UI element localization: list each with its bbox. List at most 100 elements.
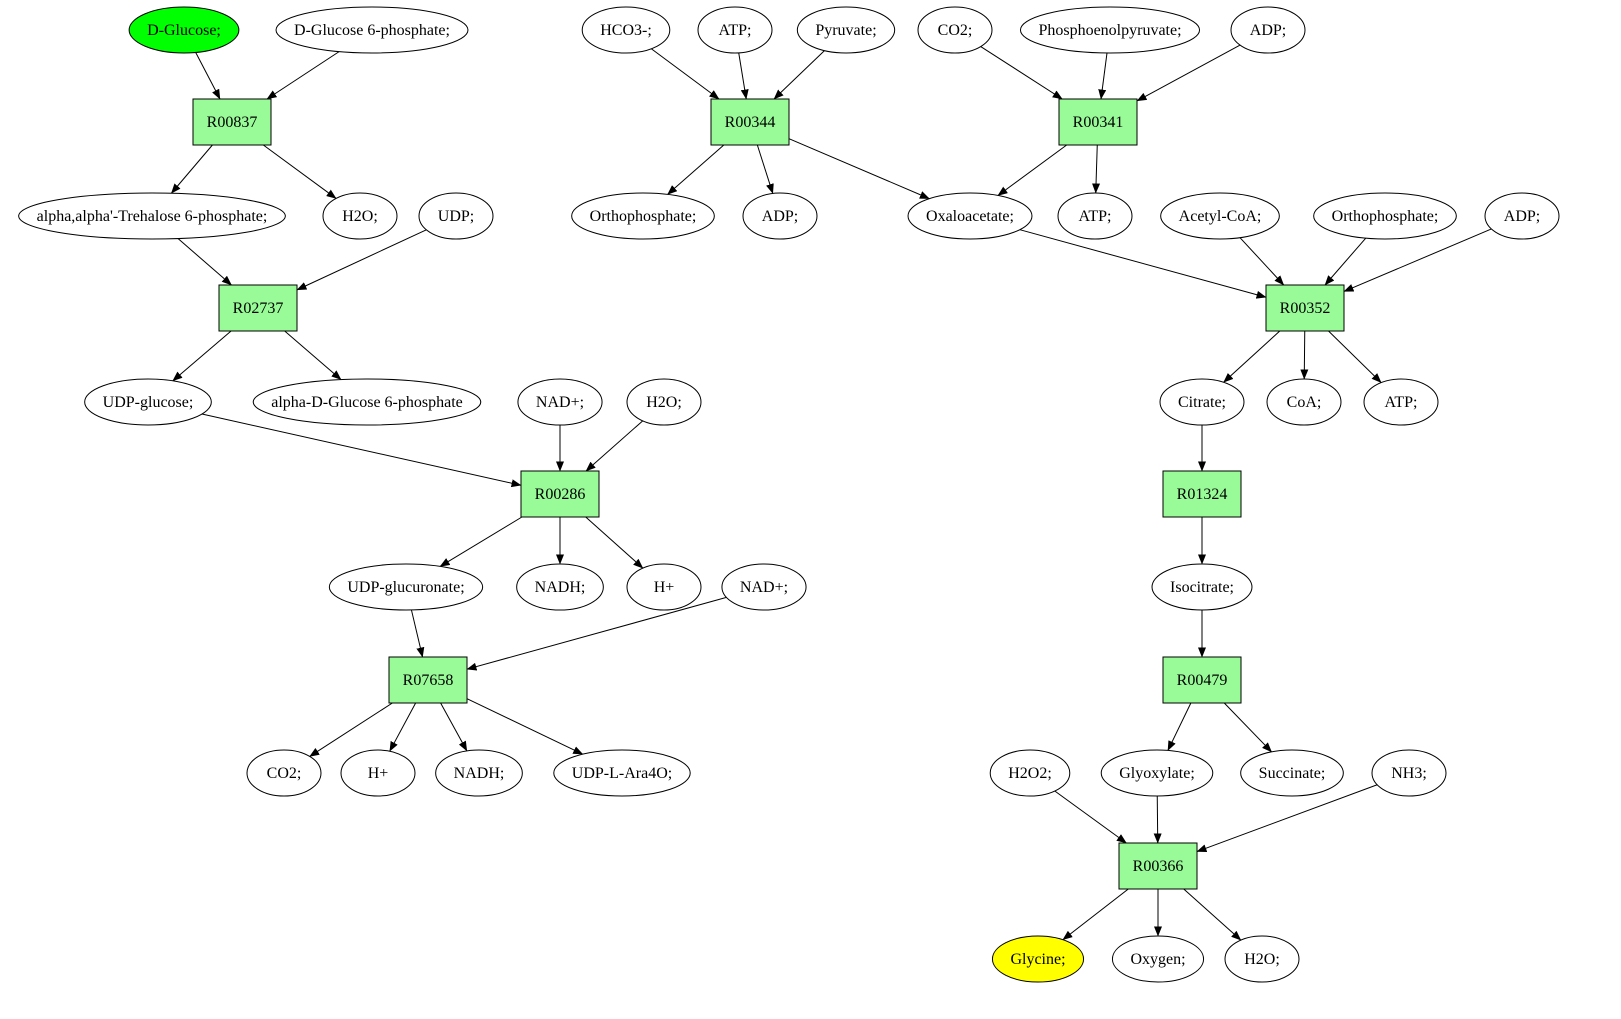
edge-R00286-to-hplus_1	[585, 516, 644, 569]
reaction-node-r00479: R00479	[1162, 656, 1242, 704]
compound-label: Isocitrate;	[1170, 579, 1234, 596]
compound-label: Oxaloacetate;	[926, 208, 1014, 225]
compound-ellipse	[516, 563, 604, 611]
compound-node-trehalose6p: alpha,alpha'-Trehalose 6-phosphate;	[18, 192, 286, 240]
compound-ellipse	[340, 749, 416, 797]
edges-layer	[170, 44, 1492, 941]
compound-node-orthophosphate-1: Orthophosphate;	[571, 192, 715, 240]
compound-node-nh3: NH3;	[1371, 749, 1447, 797]
compound-node-atp-2: ATP;	[1057, 192, 1133, 240]
compound-node-adg6p: alpha-D-Glucose 6-phosphate	[252, 378, 482, 426]
compound-label: ADP;	[1504, 208, 1540, 225]
reaction-label: R00344	[725, 114, 776, 131]
edge-R00352-to-atp_3	[1328, 330, 1382, 383]
reaction-box	[1265, 284, 1345, 332]
reaction-box	[1162, 470, 1242, 518]
compound-ellipse	[1159, 378, 1245, 426]
reaction-label: R00366	[1133, 858, 1184, 875]
compound-label: H2O;	[646, 394, 682, 411]
compound-label: H2O;	[1244, 951, 1280, 968]
compound-node-glycine: Glycine;	[991, 935, 1085, 983]
compound-node-hco3: HCO3-;	[581, 6, 671, 54]
compound-node-oxygen: Oxygen;	[1111, 935, 1205, 983]
reaction-node-r00837: R00837	[192, 98, 272, 146]
reaction-box	[520, 470, 600, 518]
compound-ellipse	[553, 749, 691, 797]
compound-node-acetylcoa: Acetyl-CoA;	[1160, 192, 1280, 240]
reaction-label: R00837	[207, 114, 258, 131]
compound-label: Orthophosphate;	[590, 208, 697, 225]
edge-g6p-to-R00837	[266, 51, 340, 100]
edge-R00479-to-glyoxylate	[1167, 702, 1192, 751]
compound-ellipse	[252, 378, 482, 426]
edge-R00366-to-glycine	[1062, 888, 1129, 941]
compound-ellipse	[1057, 192, 1133, 240]
edge-R00479-to-succinate	[1223, 702, 1272, 753]
compound-node-h2o-1: H2O;	[322, 192, 398, 240]
reaction-label: R07658	[403, 672, 454, 689]
reaction-box	[218, 284, 298, 332]
compound-node-nadplus-1: NAD+;	[517, 378, 603, 426]
edge-R00286-to-udpglucuronate	[439, 516, 523, 567]
compound-node-adp-3: ADP;	[1484, 192, 1560, 240]
edge-R02737-to-adg6p	[284, 330, 342, 380]
reaction-label: R02737	[233, 300, 284, 317]
compound-ellipse	[275, 6, 469, 54]
compound-ellipse	[917, 6, 993, 54]
compound-ellipse	[1240, 749, 1344, 797]
reaction-node-r01324: R01324	[1162, 470, 1242, 518]
compound-node-citrate: Citrate;	[1159, 378, 1245, 426]
compound-ellipse	[1484, 192, 1560, 240]
compound-label: Orthophosphate;	[1332, 208, 1439, 225]
reaction-node-r02737: R02737	[218, 284, 298, 332]
compound-label: HCO3-;	[600, 22, 652, 39]
reaction-box	[1162, 656, 1242, 704]
compound-ellipse	[1151, 563, 1253, 611]
reaction-node-r00286: R00286	[520, 470, 600, 518]
compound-node-h2o2: H2O2;	[989, 749, 1071, 797]
compound-ellipse	[1313, 192, 1457, 240]
edge-acetylcoa-to-R00352	[1239, 237, 1285, 286]
compound-ellipse	[1266, 378, 1342, 426]
compound-label: ATP;	[719, 22, 752, 39]
compound-label: H+	[654, 579, 675, 596]
edge-udpglucuronate-to-R07658	[410, 609, 425, 658]
edge-nadplus_2-to-R07658	[466, 596, 727, 671]
reaction-label: R00341	[1073, 114, 1124, 131]
reaction-box	[388, 656, 468, 704]
reaction-box	[710, 98, 790, 146]
compound-node-coa: CoA;	[1266, 378, 1342, 426]
reaction-node-r00341: R00341	[1058, 98, 1138, 146]
compound-node-udpara4o: UDP-L-Ara4O;	[553, 749, 691, 797]
compound-label: Pyruvate;	[815, 22, 876, 39]
edge-adp_2-to-R00341	[1136, 44, 1241, 102]
compound-label: Glyoxylate;	[1119, 765, 1195, 782]
edge-co2_2-to-R00341	[980, 46, 1063, 100]
edge-pep-to-R00341	[1098, 52, 1108, 100]
compound-label: NH3;	[1391, 765, 1427, 782]
compound-ellipse	[517, 378, 603, 426]
edge-R07658-to-nadh_2	[440, 702, 468, 752]
compound-node-hplus-1: H+	[626, 563, 702, 611]
edge-udpglucose-to-R00286	[201, 413, 522, 488]
compound-ellipse	[18, 192, 286, 240]
edge-R00366-to-h2o_3	[1183, 888, 1242, 941]
compound-node-hplus-2: H+	[340, 749, 416, 797]
edge-udp_1-to-R02737	[296, 229, 427, 291]
compound-ellipse	[1100, 749, 1214, 797]
compound-node-glyoxylate: Glyoxylate;	[1100, 749, 1214, 797]
compound-label: CO2;	[267, 765, 302, 782]
edge-R07658-to-co2_1	[309, 702, 393, 757]
compound-label: NAD+;	[536, 394, 584, 411]
compound-label: ADP;	[1250, 22, 1286, 39]
compound-ellipse	[1363, 378, 1439, 426]
edge-glyoxylate-to-R00366	[1153, 795, 1162, 844]
reaction-box	[192, 98, 272, 146]
compound-node-atp-3: ATP;	[1363, 378, 1439, 426]
edge-R07658-to-hplus_2	[389, 702, 417, 752]
compound-label: CoA;	[1287, 394, 1322, 411]
compound-node-h2o-2: H2O;	[626, 378, 702, 426]
compound-node-orthophosphate-2: Orthophosphate;	[1313, 192, 1457, 240]
reaction-label: R01324	[1177, 486, 1228, 503]
